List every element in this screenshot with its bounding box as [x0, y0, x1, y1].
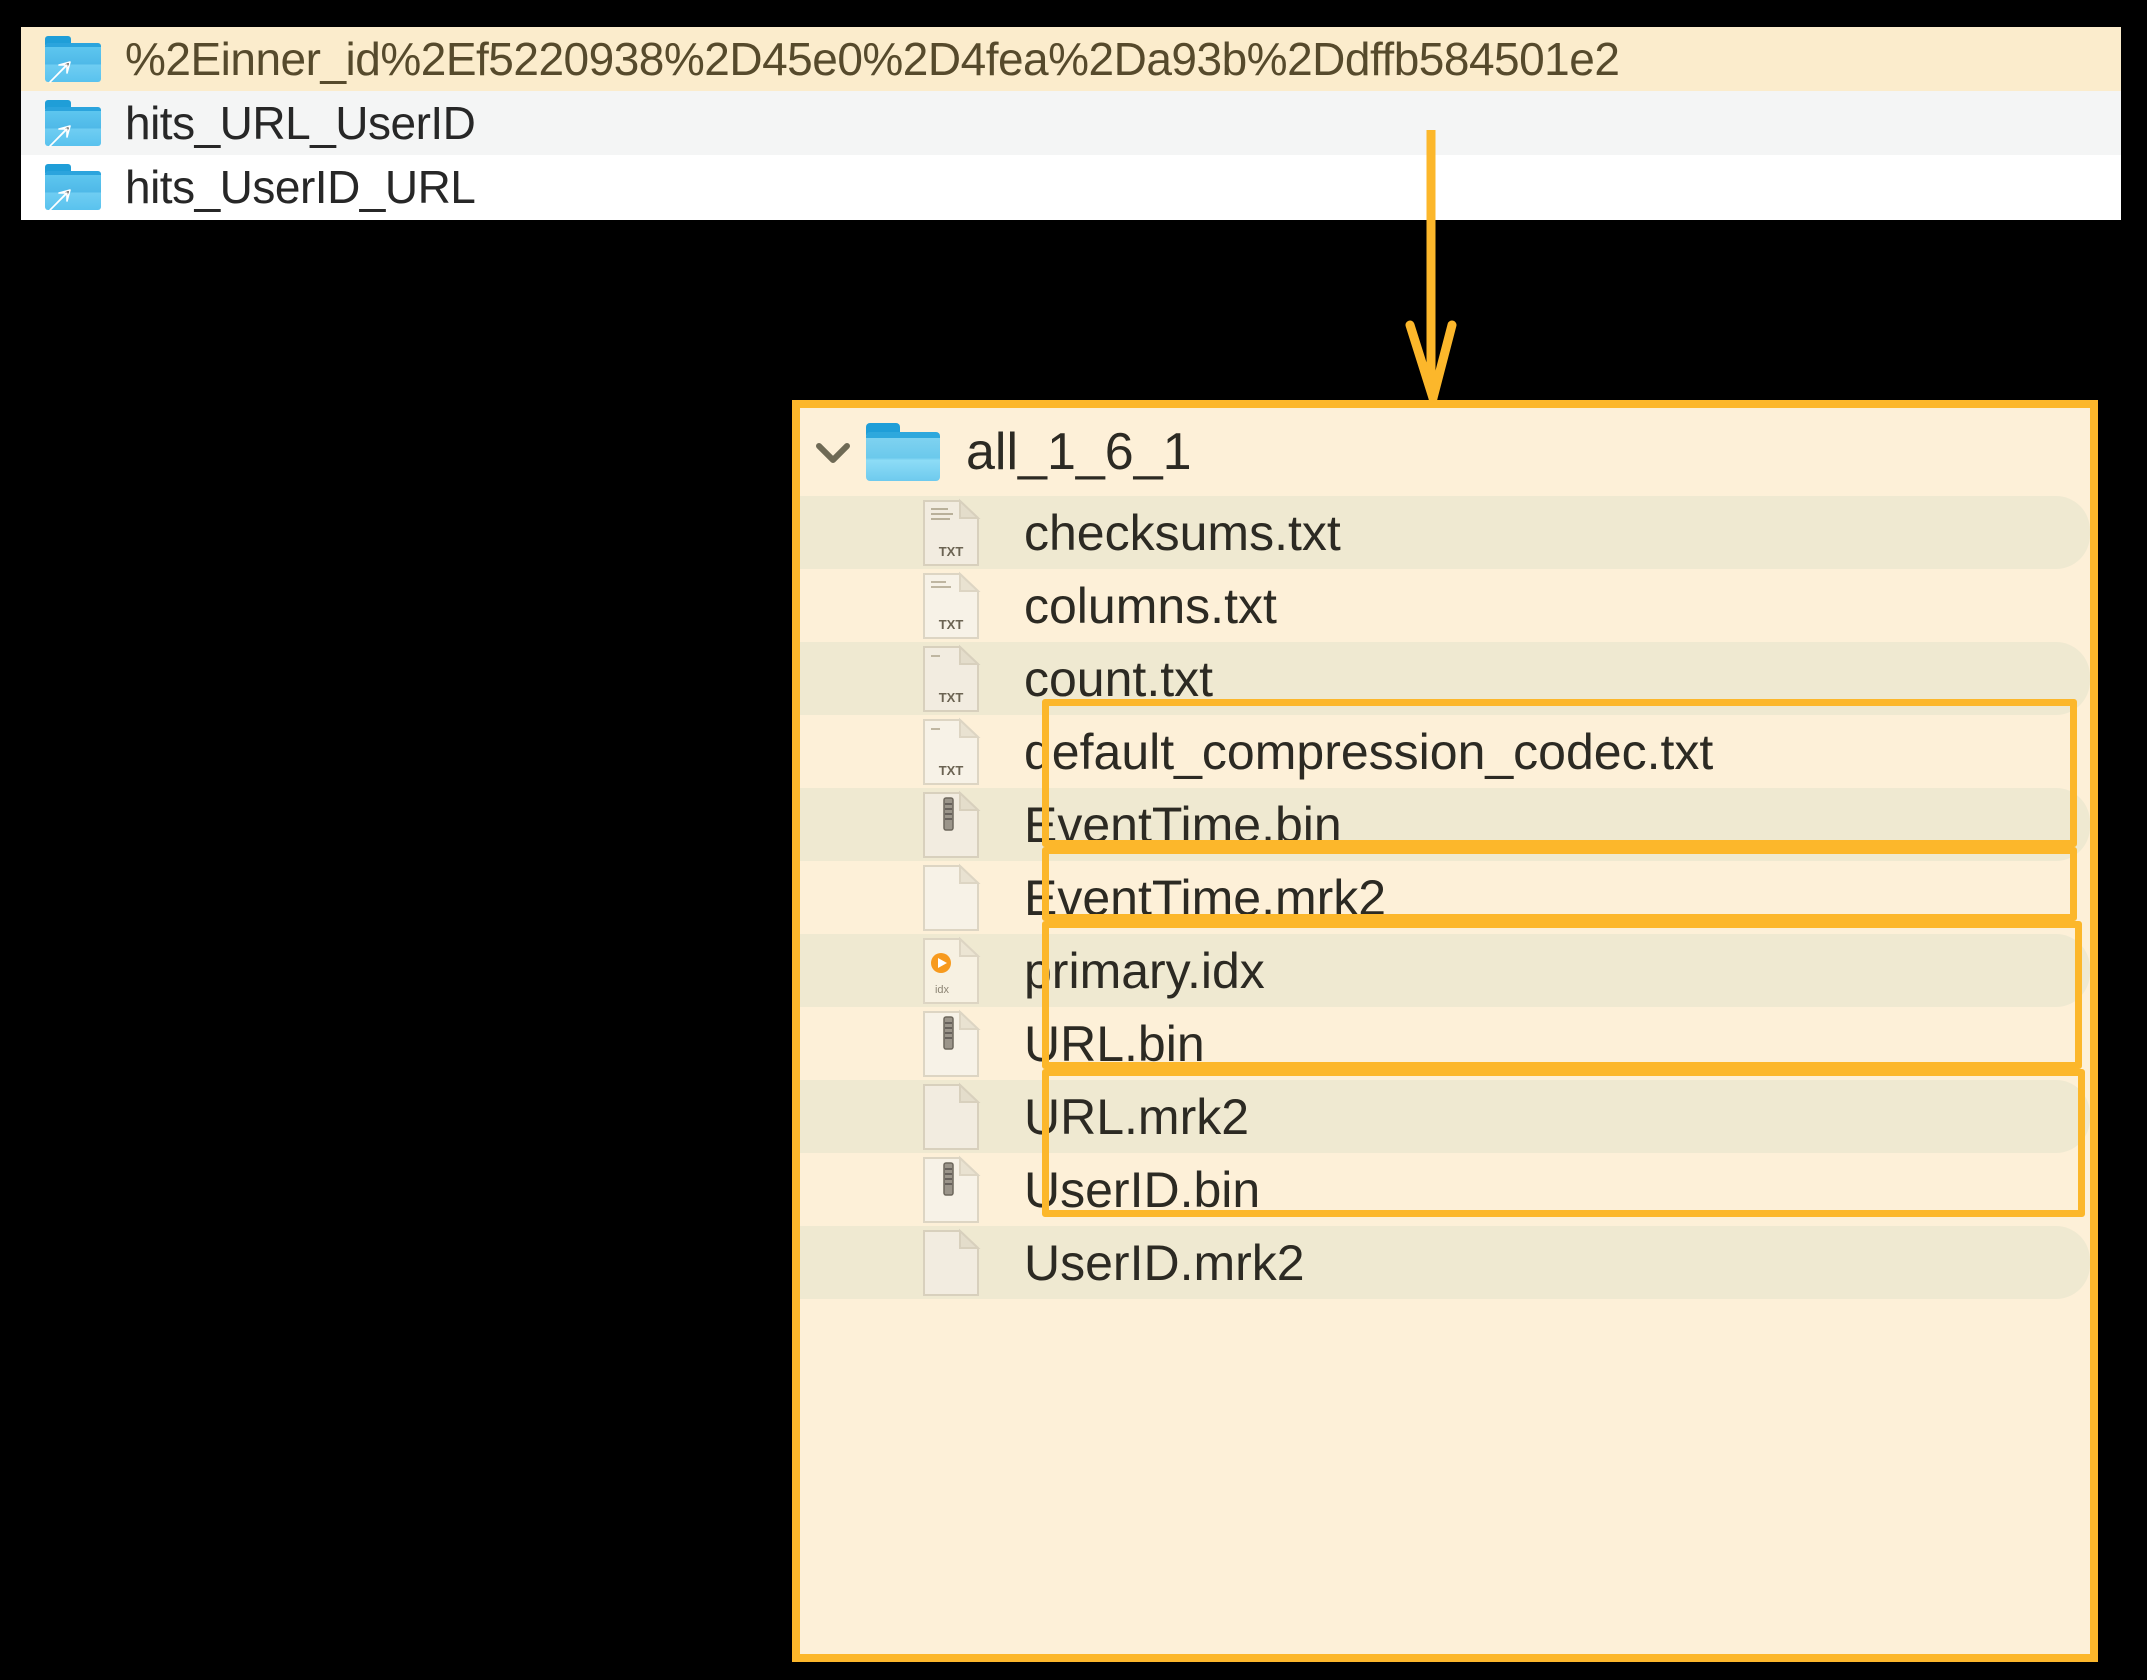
- file-row[interactable]: TXT default_compression_codec.txt: [800, 715, 2090, 788]
- svg-text:TXT: TXT: [939, 544, 964, 559]
- file-row[interactable]: URL.mrk2: [800, 1080, 2090, 1153]
- svg-text:TXT: TXT: [939, 690, 964, 705]
- symlink-label: %2Einner_id%2Ef5220938%2D45e0%2D4fea%2Da…: [125, 33, 1620, 85]
- mrk-file-icon: [920, 863, 982, 933]
- mrk-file-icon: [920, 1228, 982, 1298]
- part-folder-panel: all_1_6_1 TXT checksums.txt: [792, 400, 2098, 1662]
- symlink-row-hits-userid-url[interactable]: hits_UserID_URL: [21, 155, 2121, 219]
- down-arrow-icon: [1405, 130, 1457, 403]
- bin-file-icon: [920, 1155, 982, 1225]
- symlink-arrow-overlay: [49, 61, 71, 83]
- file-name: UserID.mrk2: [1024, 1234, 1305, 1291]
- symlink-row-inner-id[interactable]: %2Einner_id%2Ef5220938%2D45e0%2D4fea%2Da…: [21, 27, 2121, 91]
- folder-symlink-icon: [45, 164, 101, 211]
- file-name: count.txt: [1024, 650, 1213, 707]
- symlink-row-hits-url-userid[interactable]: hits_URL_UserID: [21, 91, 2121, 155]
- file-row[interactable]: idx primary.idx: [800, 934, 2090, 1007]
- file-row[interactable]: UserID.mrk2: [800, 1226, 2090, 1299]
- file-name: columns.txt: [1024, 577, 1277, 634]
- file-name: checksums.txt: [1024, 504, 1341, 561]
- file-name: primary.idx: [1024, 942, 1265, 999]
- bin-file-icon: [920, 1009, 982, 1079]
- symlink-label: hits_URL_UserID: [125, 97, 476, 149]
- svg-text:TXT: TXT: [939, 617, 964, 632]
- file-row[interactable]: UserID.bin: [800, 1153, 2090, 1226]
- file-name: default_compression_codec.txt: [1024, 723, 1714, 780]
- folder-icon: [866, 423, 940, 481]
- file-name: EventTime.mrk2: [1024, 869, 1387, 926]
- file-row[interactable]: EventTime.bin: [800, 788, 2090, 861]
- symlink-list-panel: %2Einner_id%2Ef5220938%2D45e0%2D4fea%2Da…: [21, 27, 2121, 220]
- folder-symlink-icon: [45, 100, 101, 147]
- symlink-arrow-overlay: [49, 189, 71, 211]
- txt-file-icon: TXT: [920, 644, 982, 714]
- file-row[interactable]: TXT columns.txt: [800, 569, 2090, 642]
- bin-file-icon: [920, 790, 982, 860]
- txt-file-icon: TXT: [920, 717, 982, 787]
- idx-file-icon: idx: [920, 936, 982, 1006]
- svg-text:idx: idx: [935, 984, 950, 996]
- svg-text:TXT: TXT: [939, 763, 964, 778]
- folder-symlink-icon: [45, 36, 101, 83]
- folder-label: all_1_6_1: [966, 423, 1192, 481]
- symlink-arrow-overlay: [49, 125, 71, 147]
- chevron-down-icon[interactable]: [806, 425, 860, 479]
- txt-file-icon: TXT: [920, 571, 982, 641]
- file-row[interactable]: URL.bin: [800, 1007, 2090, 1080]
- file-name: URL.mrk2: [1024, 1088, 1250, 1145]
- file-row[interactable]: EventTime.mrk2: [800, 861, 2090, 934]
- txt-file-icon: TXT: [920, 498, 982, 568]
- file-tree: all_1_6_1 TXT checksums.txt: [800, 408, 2090, 1654]
- file-row[interactable]: TXT count.txt: [800, 642, 2090, 715]
- file-name: EventTime.bin: [1024, 796, 1342, 853]
- file-row[interactable]: TXT checksums.txt: [800, 496, 2090, 569]
- symlink-label: hits_UserID_URL: [125, 161, 476, 213]
- file-name: UserID.bin: [1024, 1161, 1261, 1218]
- file-name: URL.bin: [1024, 1015, 1205, 1072]
- tree-folder-row[interactable]: all_1_6_1: [800, 408, 2090, 496]
- mrk-file-icon: [920, 1082, 982, 1152]
